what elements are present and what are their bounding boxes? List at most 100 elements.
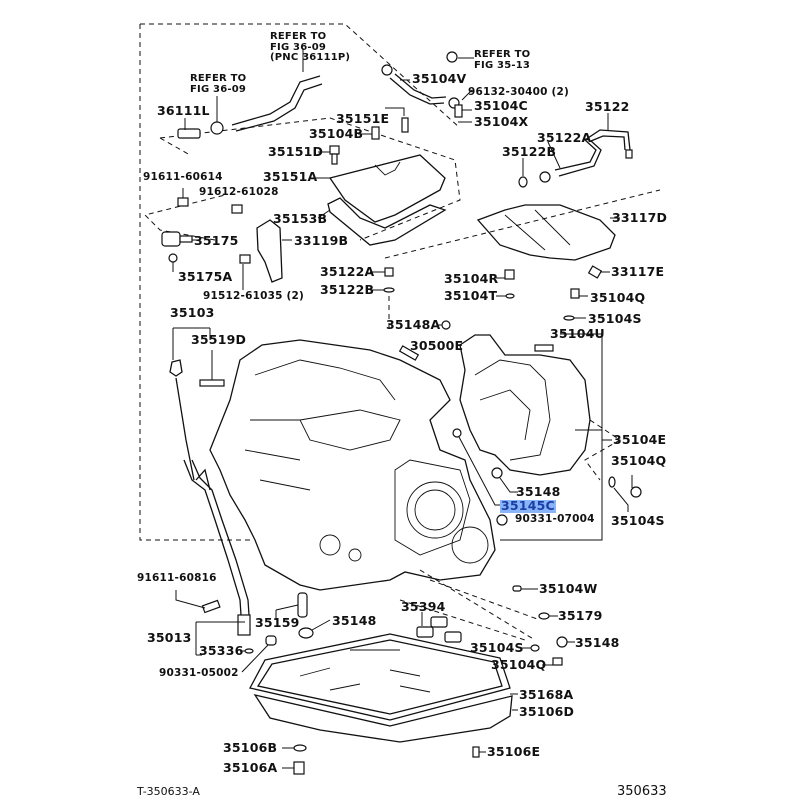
part-label-35104S-right[interactable]: 35104S — [611, 513, 665, 528]
breather-hose — [381, 64, 473, 123]
hose-clamp — [210, 96, 224, 135]
oil-cooler-hose — [231, 48, 323, 132]
part-label-35122B[interactable]: 35122B — [320, 282, 375, 297]
part-label-35519D[interactable]: 35519D — [191, 332, 247, 347]
part-label-35104E[interactable]: 35104E — [613, 432, 667, 447]
bolt-35104Q-lower — [542, 657, 563, 666]
part-label-91611-60614[interactable]: 91611-60614 — [143, 171, 223, 183]
bolt-30500E — [398, 345, 420, 361]
callout-dash — [584, 419, 621, 481]
part-label-35168A[interactable]: 35168A — [519, 687, 574, 702]
bolt-35151D — [318, 145, 340, 165]
part-label-35148-lower[interactable]: 35148 — [575, 635, 620, 650]
part-label-35122[interactable]: 35122 — [585, 99, 630, 114]
tube-35159 — [275, 592, 308, 620]
part-label-35151D[interactable]: 35151D — [268, 144, 324, 159]
part-label-35104U[interactable]: 35104U — [550, 326, 605, 341]
ref-fig-36-09: REFER TO FIG 36-09 — [190, 73, 247, 95]
part-label-30500E[interactable]: 30500E — [410, 338, 464, 353]
part-label-36111L[interactable]: 36111L — [157, 103, 210, 118]
part-label-35153B[interactable]: 35153B — [273, 211, 328, 226]
plug-35122A — [370, 267, 395, 330]
callout-35013 — [195, 621, 245, 656]
part-label-35106E[interactable]: 35106E — [487, 744, 541, 759]
bolt-35106E — [472, 746, 486, 758]
plug-35104Q-right — [630, 475, 642, 498]
part-label-35394[interactable]: 35394 — [401, 599, 446, 614]
drain-plug-35106A — [282, 761, 305, 775]
part-label-35175[interactable]: 35175 — [194, 233, 239, 248]
part-label-35151A[interactable]: 35151A — [263, 169, 318, 184]
lower-dash-lines — [399, 569, 541, 641]
part-label-35104C[interactable]: 35104C — [474, 98, 528, 113]
part-label-33117D[interactable]: 33117D — [612, 210, 668, 225]
plug-35148A — [437, 320, 451, 330]
part-label-35103[interactable]: 35103 — [170, 305, 215, 320]
part-label-90331-07004[interactable]: 90331-07004 — [515, 513, 595, 525]
part-label-91512-61035[interactable]: 91512-61035 (2) — [203, 290, 304, 302]
bracket-33119B — [256, 219, 292, 283]
part-label-91611-60816[interactable]: 91611-60816 — [137, 572, 217, 584]
part-label-35104Q-lower[interactable]: 35104Q — [491, 657, 547, 672]
gasket-90331-05002 — [241, 635, 277, 673]
part-label-35104W[interactable]: 35104W — [539, 581, 598, 596]
part-label-35104B[interactable]: 35104B — [309, 126, 364, 141]
gasket-35106B — [282, 744, 307, 752]
part-label-35148-right[interactable]: 35148 — [516, 484, 561, 499]
sensor-35104B — [358, 126, 380, 140]
guard-boundary — [384, 189, 661, 259]
part-label-33117E[interactable]: 33117E — [611, 264, 665, 279]
bolt-91512-61035 — [239, 254, 251, 290]
part-label-35104S-top[interactable]: 35104S — [588, 311, 642, 326]
part-label-35104R[interactable]: 35104R — [444, 271, 499, 286]
plug-35104Q-top — [563, 288, 588, 321]
bolt-35104U — [534, 333, 598, 352]
part-label-35104T[interactable]: 35104T — [444, 288, 498, 303]
part-label-35175A[interactable]: 35175A — [178, 269, 233, 284]
part-label-96132-30400[interactable]: 96132-30400 (2) — [468, 86, 569, 98]
part-label-35336[interactable]: 35336 — [199, 643, 244, 658]
part-label-35013[interactable]: 35013 — [147, 630, 192, 645]
plug-35148-right — [491, 467, 518, 493]
ref-fig-35-13: REFER TO FIG 35-13 — [474, 49, 531, 71]
o-ring-35336 — [240, 648, 254, 654]
o-ring-35104S-lower — [522, 644, 540, 652]
oil-pan-35106D — [253, 649, 518, 743]
diagram-id-right: 350633 — [617, 784, 667, 799]
oil-pipe-35122 — [518, 113, 633, 188]
part-label-35104X[interactable]: 35104X — [474, 114, 529, 129]
sensor-35151E — [385, 107, 409, 133]
part-label-35106B[interactable]: 35106B — [223, 740, 278, 755]
part-label-35122B-top[interactable]: 35122B — [502, 144, 557, 159]
callout-bracket-35104E — [500, 333, 612, 541]
part-label-35106A[interactable]: 35106A — [223, 760, 278, 775]
part-label-35151E[interactable]: 35151E — [336, 111, 390, 126]
part-label-35145C-highlighted[interactable]: 35145C — [500, 498, 556, 513]
part-label-35104S-lower[interactable]: 35104S — [470, 640, 524, 655]
part-label-33119B[interactable]: 33119B — [294, 233, 349, 248]
part-label-35106D[interactable]: 35106D — [519, 704, 575, 719]
part-label-35122A[interactable]: 35122A — [320, 264, 375, 279]
ref-fig-36-09-pnc: REFER TO FIG 36-09 (PNC 36111P) — [270, 31, 351, 63]
valve-body-boundary — [159, 117, 461, 241]
gasket-35153B — [317, 197, 447, 246]
o-ring-35175A — [168, 253, 178, 272]
oil-guard-33117D — [476, 204, 620, 261]
part-label-35122A-top[interactable]: 35122A — [537, 130, 592, 145]
magnets-35394 — [416, 612, 462, 643]
diagram-id-left: T-350633-A — [137, 785, 200, 798]
converter-housing-35104E — [459, 334, 591, 476]
plug-35145C — [452, 428, 505, 506]
part-label-35104Q-top[interactable]: 35104Q — [590, 290, 646, 305]
bolt-33117E — [587, 265, 610, 279]
part-label-35159[interactable]: 35159 — [255, 615, 300, 630]
part-label-35179[interactable]: 35179 — [558, 608, 603, 623]
part-label-35148A[interactable]: 35148A — [386, 317, 441, 332]
part-label-90331-05002[interactable]: 90331-05002 — [159, 667, 239, 679]
part-label-35104Q-right[interactable]: 35104Q — [611, 453, 667, 468]
bolt-91611-60816 — [175, 590, 221, 614]
part-label-35148-left[interactable]: 35148 — [332, 613, 377, 628]
part-label-35104V[interactable]: 35104V — [412, 71, 467, 86]
part-label-91612-61028[interactable]: 91612-61028 — [199, 186, 279, 198]
